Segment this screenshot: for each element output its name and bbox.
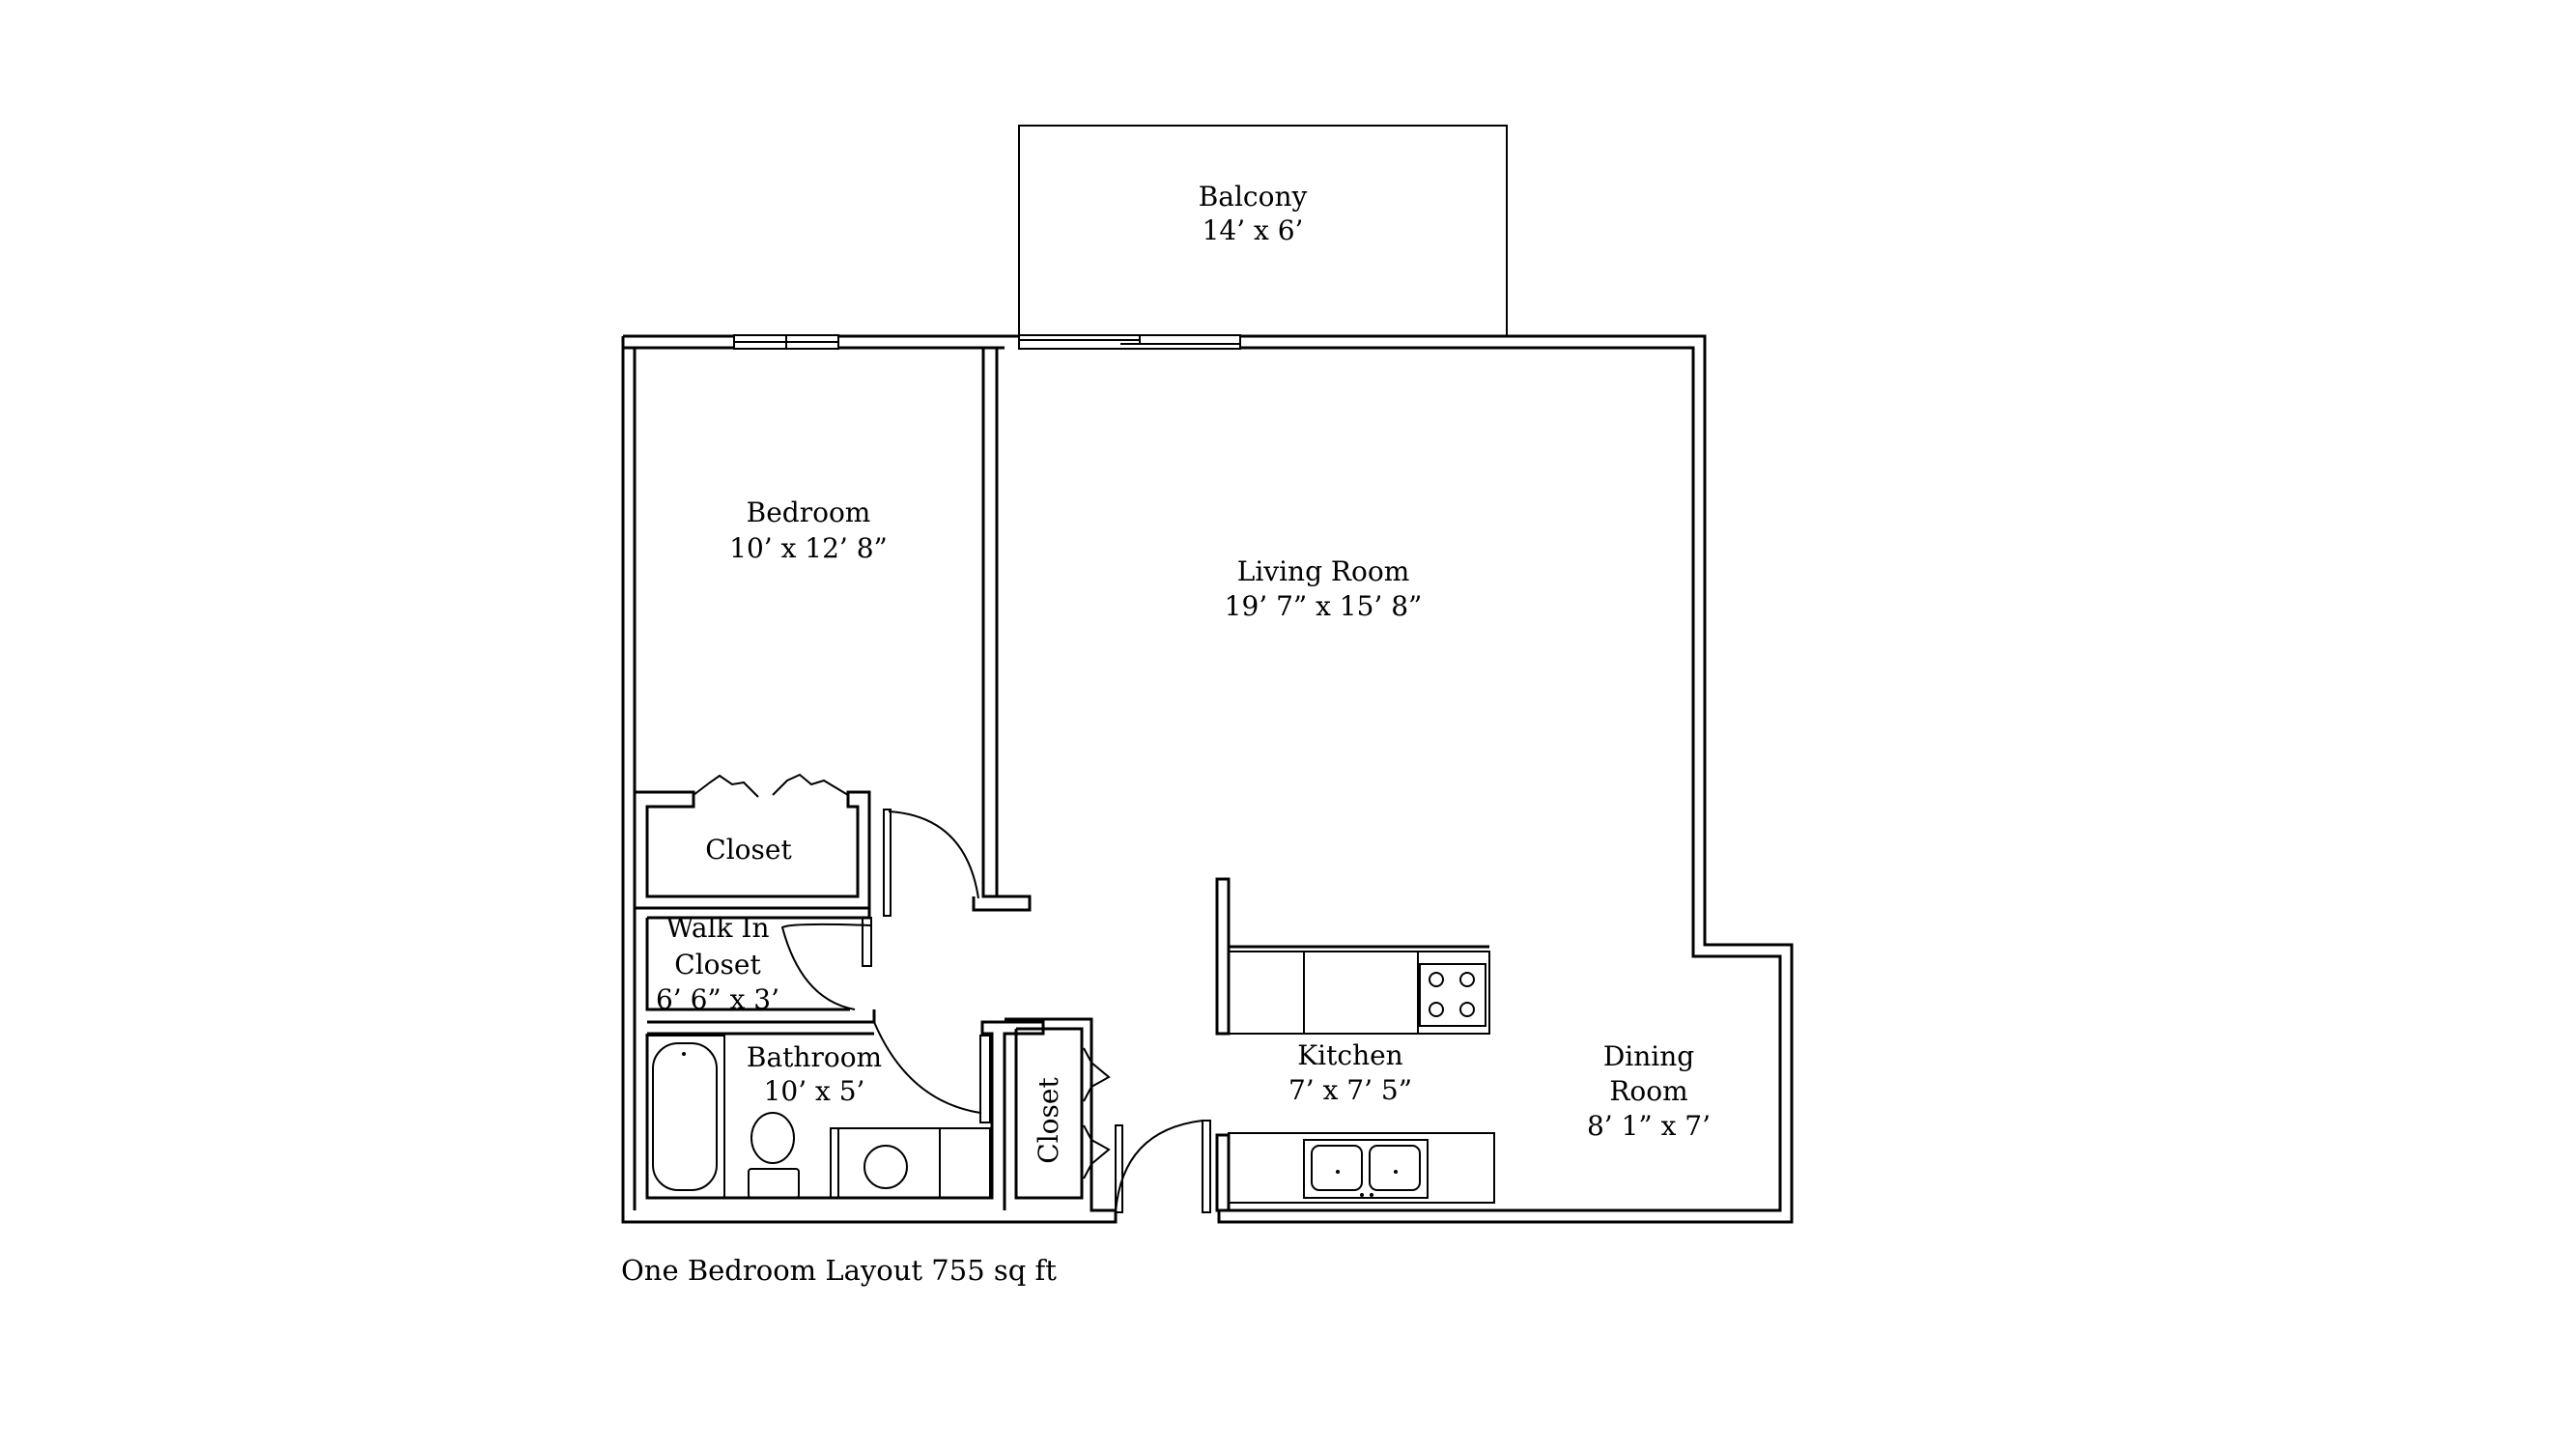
walk-in-closet-label-line2: Closet — [674, 949, 761, 980]
bathtub-icon — [646, 1035, 725, 1199]
toilet-icon — [748, 1112, 800, 1199]
kitchen — [1215, 877, 1495, 1212]
dining-room-size: 8’ 1” x 7’ — [1587, 1110, 1711, 1142]
bedroom-closet — [635, 773, 871, 910]
hall-closet-label: Closet — [1033, 1077, 1064, 1164]
bedroom-door — [883, 809, 979, 917]
bedroom-partition-wall — [972, 348, 1032, 912]
walk-in-closet — [633, 908, 876, 1024]
sink-icon — [830, 1127, 991, 1199]
walk-in-closet-size: 6’ 6” x 3’ — [656, 983, 779, 1015]
balcony-sliding-door — [1018, 334, 1241, 350]
living-room-size: 19’ 7” x 15’ 8” — [1225, 590, 1423, 622]
living-room-label: Living Room — [1237, 555, 1410, 587]
bathroom-size: 10’ x 5’ — [764, 1075, 865, 1107]
kitchen-sink-icon — [1303, 1139, 1429, 1199]
entry-door — [1115, 1120, 1211, 1213]
exterior-walls — [621, 334, 1794, 1224]
kitchen-label: Kitchen — [1297, 1039, 1402, 1071]
bedroom-closet-label: Closet — [705, 834, 792, 866]
dining-room-label-line2: Room — [1609, 1075, 1687, 1107]
bedroom-label: Bedroom — [747, 497, 871, 528]
kitchen-size: 7’ x 7’ 5” — [1288, 1074, 1412, 1106]
walk-in-closet-label-line1: Walk In — [666, 912, 770, 944]
dining-room-label-line1: Dining — [1603, 1040, 1694, 1072]
stove-icon — [1419, 963, 1486, 1027]
bathroom — [645, 1020, 1045, 1210]
bedroom-size: 10’ x 12’ 8” — [729, 532, 888, 564]
layout-caption: One Bedroom Layout 755 sq ft — [621, 1254, 1057, 1287]
balcony-size: 14’ x 6’ — [1203, 214, 1304, 246]
bedroom-window — [733, 334, 839, 350]
hall-closet — [1005, 1017, 1116, 1212]
bathroom-label: Bathroom — [747, 1041, 882, 1073]
balcony-label: Balcony — [1199, 181, 1308, 213]
